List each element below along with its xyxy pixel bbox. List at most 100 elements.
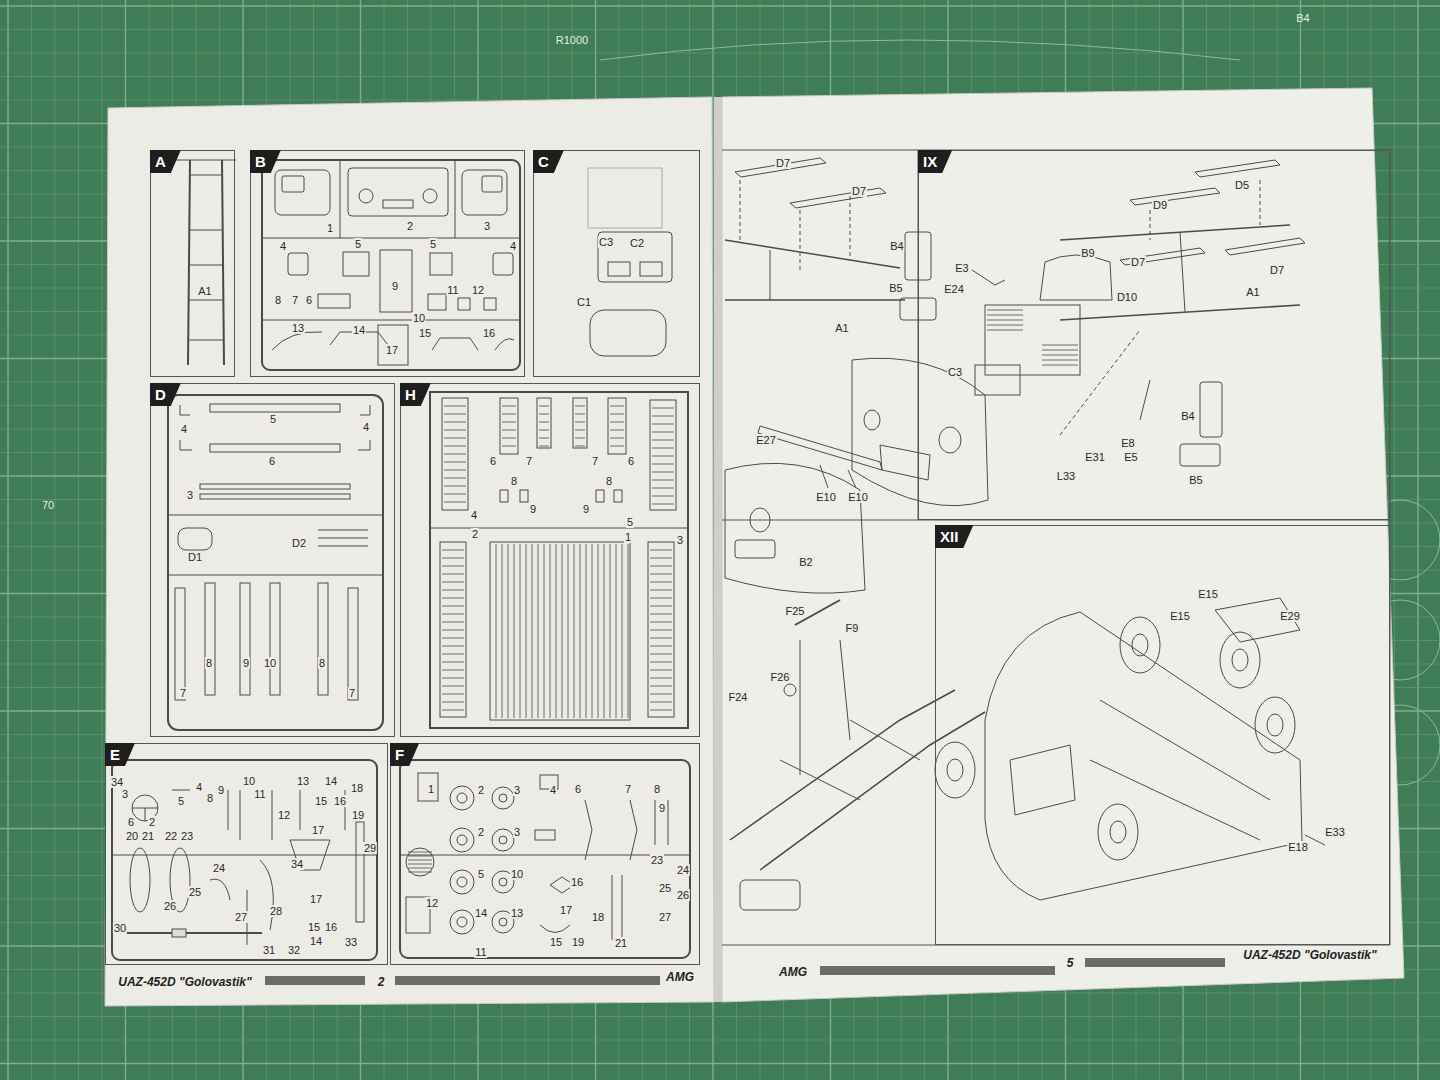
assembly-drawing <box>1042 360 1078 361</box>
assembly-drawing <box>1110 821 1126 843</box>
part-number: 11 <box>253 788 266 800</box>
part-number: 22 <box>164 830 178 842</box>
part-number: 20 <box>125 830 139 842</box>
cutting-mat <box>55 0 56 1080</box>
grate-parts <box>575 446 585 447</box>
footer-text: UAZ-452D "Golovastik" <box>115 975 254 989</box>
part-number: E27 <box>755 434 777 446</box>
wheel-parts <box>408 868 432 869</box>
sprue-parts <box>455 160 456 238</box>
wheel-parts <box>457 877 467 887</box>
wheel-parts <box>630 800 637 860</box>
sprue-parts <box>270 583 280 695</box>
part-number: C3 <box>598 236 614 248</box>
part-number: D9 <box>1152 199 1168 211</box>
grate-parts <box>650 598 672 599</box>
sprue-parts <box>112 760 377 960</box>
part-number: 10 <box>263 657 277 669</box>
assembly-drawing <box>1150 210 1151 240</box>
part-number: B4 <box>1180 410 1195 422</box>
cutting-mat <box>102 0 103 1080</box>
parts-panel: XII <box>935 525 1390 945</box>
part-number: 9 <box>217 784 225 796</box>
sprue-parts <box>359 189 373 203</box>
part-number: 13 <box>510 907 524 919</box>
assembly-drawing <box>939 427 961 453</box>
panel-letter: IX <box>918 150 952 173</box>
parts-panel: A <box>150 150 235 377</box>
assembly-drawing <box>1200 382 1222 437</box>
grate-parts <box>514 544 515 718</box>
sprue-parts <box>640 262 662 276</box>
part-number: E5 <box>1123 451 1138 463</box>
grate-parts <box>652 432 674 433</box>
sprue-parts <box>300 790 301 830</box>
part-number: F9 <box>845 622 860 634</box>
grate-parts <box>442 614 464 615</box>
grate-parts <box>508 544 509 718</box>
panel-letter: F <box>390 743 419 766</box>
wheel-parts <box>408 872 432 873</box>
assembly-drawing <box>1215 598 1300 642</box>
assembly-drawing <box>1042 365 1078 366</box>
part-number: E8 <box>1120 437 1135 449</box>
sprue-parts <box>358 440 370 450</box>
grate-parts <box>520 490 528 502</box>
assembly-drawing <box>784 684 796 696</box>
assembly-drawing <box>735 540 775 558</box>
footer-bar <box>265 958 1225 985</box>
grate-parts <box>442 702 464 703</box>
wheel-parts <box>612 875 613 940</box>
part-number: 32 <box>287 944 301 956</box>
part-number: D7 <box>775 157 791 169</box>
wheel-parts <box>408 864 432 865</box>
sprue-parts <box>262 238 520 239</box>
part-number: 1 <box>427 783 435 795</box>
sprue-parts <box>348 588 358 700</box>
part-number: 4 <box>470 509 478 521</box>
part-number: 17 <box>559 904 573 916</box>
sprue-parts <box>288 253 308 275</box>
part-number: 2 <box>477 826 485 838</box>
grate-parts <box>650 566 672 567</box>
wheel-parts <box>655 800 656 845</box>
grate-parts <box>575 438 585 439</box>
grate-parts <box>616 544 617 718</box>
sprue-parts <box>240 583 250 695</box>
part-number: 9 <box>391 280 399 292</box>
grate-parts <box>442 694 464 695</box>
part-number: 14 <box>352 324 366 336</box>
part-number: 8 <box>206 792 214 804</box>
grate-parts <box>652 448 674 449</box>
parts-panel: B <box>250 150 525 377</box>
grate-parts <box>592 544 593 718</box>
wheel-parts <box>499 836 507 844</box>
sprue-parts <box>145 808 146 821</box>
grate-parts <box>526 544 527 718</box>
sprue-parts <box>493 253 513 275</box>
grate-parts <box>442 574 464 575</box>
grate-parts <box>539 414 549 415</box>
grate-parts <box>650 710 672 711</box>
panel-letter: A <box>150 150 181 173</box>
grate-parts <box>440 542 466 717</box>
part-number: E31 <box>1084 451 1106 463</box>
sprue-parts <box>608 262 630 276</box>
assembly-drawing <box>1060 305 1300 320</box>
part-number: 17 <box>311 824 325 836</box>
part-number: 10 <box>510 868 524 880</box>
sprue-parts <box>180 440 192 450</box>
part-number: 2 <box>471 528 479 540</box>
wheel-parts <box>540 925 570 933</box>
sprue-parts <box>318 583 328 695</box>
part-number: 21 <box>614 937 628 949</box>
grate-parts <box>442 662 464 663</box>
part-number: 15 <box>314 795 328 807</box>
sprue-parts <box>318 294 350 308</box>
sprue-parts <box>356 822 364 922</box>
part-number: 30 <box>113 922 127 934</box>
part-number: 6 <box>489 455 497 467</box>
panel-letter: C <box>533 150 564 173</box>
grate-parts <box>500 490 508 502</box>
